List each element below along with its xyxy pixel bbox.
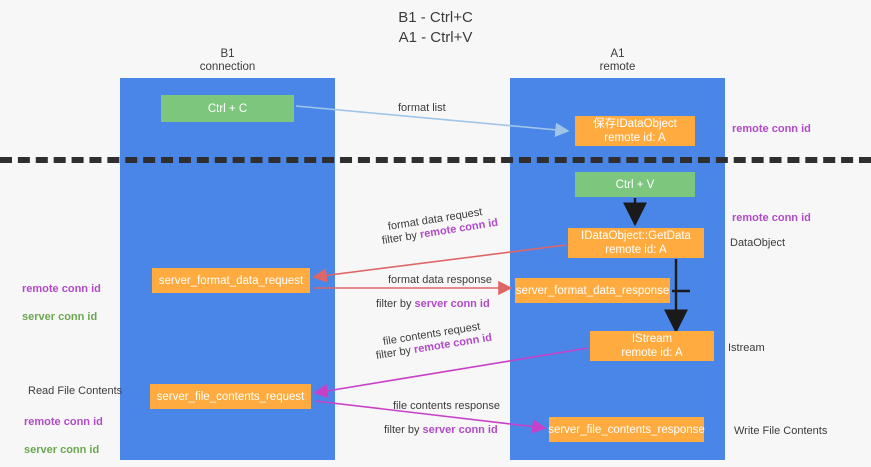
node-server-format-data-response[interactable]: server_format_data_response	[515, 278, 670, 303]
node-server-file-contents-response[interactable]: server_file_contents_response	[548, 417, 705, 442]
annotation-write-file-contents: Write File Contents	[734, 425, 828, 437]
annotation-istream: Istream	[728, 342, 765, 354]
page-title: B1 - Ctrl+C A1 - Ctrl+V	[398, 9, 473, 46]
filter-prefix: filter by	[375, 344, 415, 362]
annotation-remote-conn-id: remote conn id	[22, 283, 101, 295]
edge-label-file-contents-response: file contents response	[393, 400, 501, 412]
node-idataobject-getdata[interactable]: IDataObject::GetData remote id: A	[568, 228, 704, 258]
annotation-conn-ids-top: remote conn id server conn id	[22, 268, 101, 324]
annotation-remote-conn-id-top: remote conn id	[732, 123, 811, 135]
node-ctrl-v[interactable]: Ctrl + V	[575, 172, 695, 197]
edge-label-format-data-response: format data response	[388, 274, 492, 286]
node-ctrl-c[interactable]: Ctrl + C	[161, 95, 294, 122]
annotation-server-conn-id: server conn id	[22, 311, 98, 323]
annotation-conn-ids-bottom: remote conn id server conn id	[24, 401, 103, 457]
edge-label-file-contents-response-filter: filter by server conn id	[384, 423, 498, 437]
node-server-format-data-request[interactable]: server_format_data_request	[152, 268, 310, 293]
node-server-file-contents-request[interactable]: server_file_contents_request	[150, 384, 311, 409]
column-header-b1: B1 connection	[199, 48, 256, 73]
section-divider	[0, 157, 871, 163]
filter-key-server-conn-id: server conn id	[422, 424, 498, 436]
filter-prefix: filter by	[381, 229, 421, 247]
annotation-read-file-contents: Read File Contents	[28, 385, 123, 397]
annotation-remote-conn-id: remote conn id	[24, 416, 103, 428]
node-istream[interactable]: IStream remote id: A	[590, 331, 714, 361]
filter-key-server-conn-id: server conn id	[414, 298, 490, 310]
node-idataobject[interactable]: 保存IDataObject remote id: A	[575, 116, 695, 146]
edge-label-format-data-response-filter: filter by server conn id	[376, 297, 490, 311]
annotation-server-conn-id: server conn id	[24, 444, 100, 456]
edge-label-format-list: format list	[398, 102, 446, 114]
annotation-dataobject: DataObject	[730, 237, 786, 249]
filter-prefix: filter by	[384, 424, 423, 436]
annotation-remote-conn-id-mid: remote conn id	[732, 212, 811, 224]
filter-prefix: filter by	[376, 298, 415, 310]
column-header-a1: A1 remote	[599, 48, 636, 73]
